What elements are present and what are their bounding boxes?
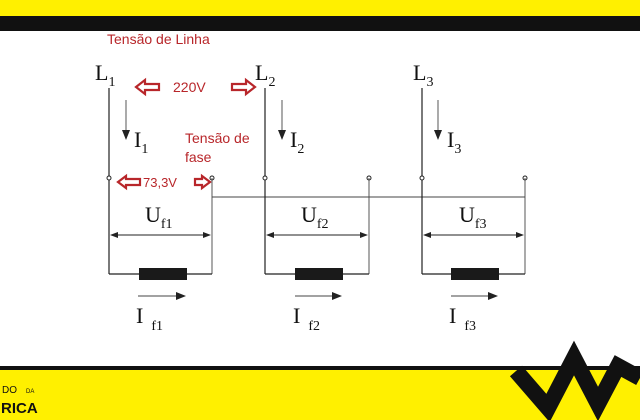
dimension-arrow-right-icon xyxy=(360,232,368,238)
phase-voltage-label-uf3: Uf3 xyxy=(459,202,487,232)
phase-voltage-label-uf2: Uf2 xyxy=(301,202,329,232)
dimension-arrow-right-icon xyxy=(203,232,211,238)
line-voltage-right-arrow-icon xyxy=(230,77,257,97)
phase-voltage-left-arrow-icon xyxy=(116,173,142,191)
dimension-arrow-left-icon xyxy=(266,232,274,238)
current-arrow-i1-icon xyxy=(122,130,130,140)
line-voltage-title: Tensão de Linha xyxy=(107,31,210,47)
dimension-arrow-right-icon xyxy=(516,232,524,238)
current-label-i3: I3 xyxy=(447,127,461,157)
brand-zigzag-logo xyxy=(509,340,640,420)
logo-text-line1b: DA xyxy=(26,389,34,395)
phase-voltage-title-line1: Tensão de xyxy=(185,130,250,146)
current-arrow-i2-icon xyxy=(278,130,286,140)
current-label-i1: I1 xyxy=(134,127,148,157)
line-voltage-value: 220V xyxy=(173,79,206,95)
phase-voltage-title-line2: fase xyxy=(185,149,212,165)
phase-voltage-right-arrow-icon xyxy=(193,173,212,191)
top-banner xyxy=(0,0,640,31)
load-resistor-2 xyxy=(295,268,343,280)
logo-text-line2: RICA xyxy=(1,400,38,417)
phase-voltage-label-uf1: Uf1 xyxy=(145,202,173,232)
dimension-arrow-left-icon xyxy=(110,232,118,238)
line-label-l1: L1 xyxy=(95,60,115,90)
load-current-arrow-if1-icon xyxy=(176,292,186,300)
load-resistor-3 xyxy=(451,268,499,280)
load-current-arrow-if3-icon xyxy=(488,292,498,300)
terminal-node xyxy=(106,175,112,181)
terminal-node xyxy=(419,175,425,181)
phase-voltage-value: 73,3V xyxy=(143,175,177,190)
logo-text-line1a: DO xyxy=(2,385,17,396)
line-label-l2: L2 xyxy=(255,60,275,90)
load-current-arrow-if2-icon xyxy=(332,292,342,300)
load-resistor-1 xyxy=(139,268,187,280)
dimension-arrow-left-icon xyxy=(423,232,431,238)
terminal-node xyxy=(262,175,268,181)
bottom-banner: DO DA RICA xyxy=(0,340,640,420)
line-voltage-left-arrow-icon xyxy=(134,77,161,97)
current-label-i2: I2 xyxy=(290,127,304,157)
current-arrow-i3-icon xyxy=(434,130,442,140)
line-label-l3: L3 xyxy=(413,60,433,90)
